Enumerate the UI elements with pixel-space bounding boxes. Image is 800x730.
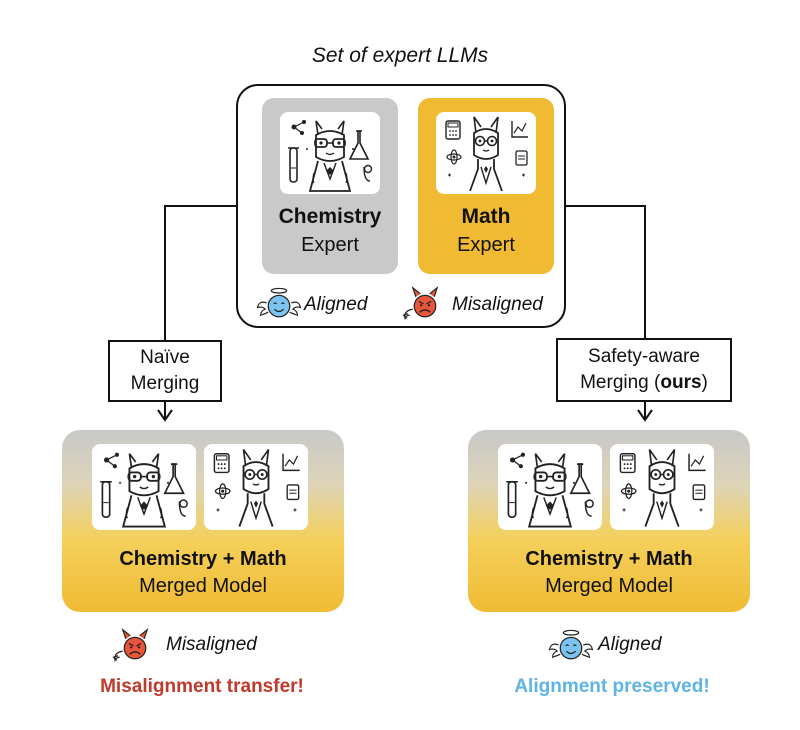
math-expert-role: Expert: [457, 234, 515, 256]
naive-merged-status: Misaligned: [166, 634, 257, 655]
naive-merging-line1: Naïve: [140, 347, 190, 368]
naive-merging-line2: Merging: [130, 373, 200, 394]
misalignment-transfer-label: Misalignment transfer!: [100, 676, 304, 697]
diagram-title: Set of expert LLMs: [311, 44, 489, 67]
angel-face-icon: [256, 286, 302, 320]
devil-face-icon: [112, 628, 158, 662]
alignment-preserved-label: Alignment preserved!: [514, 676, 710, 697]
llama-scientist-icon: [498, 444, 602, 530]
chemistry-expert-card: Chemistry Expert: [262, 98, 398, 274]
safety-merging-line1: Safety-aware: [588, 346, 700, 367]
safety-aware-merging-box: Safety-aware Merging (ours): [556, 338, 732, 402]
safety-merged-title: Chemistry + Math: [525, 548, 693, 570]
naive-merged-title: Chemistry + Math: [119, 548, 287, 570]
math-expert-name: Math: [461, 205, 511, 228]
chemistry-expert-name: Chemistry: [278, 205, 382, 228]
chemistry-expert-role: Expert: [301, 234, 359, 256]
devil-face-icon: [402, 286, 448, 320]
llama-mathematician-icon: [204, 444, 308, 530]
chemistry-status: Aligned: [304, 294, 368, 315]
naive-merged-model-card: Chemistry + Math Merged Model: [62, 430, 344, 612]
llama-scientist-icon: [92, 444, 196, 530]
llama-scientist-icon: [280, 112, 380, 194]
safety-merged-model-card: Chemistry + Math Merged Model: [468, 430, 750, 612]
ours-label: ours: [660, 372, 702, 393]
math-expert-card: Math Expert: [418, 98, 554, 274]
llama-mathematician-icon: [436, 112, 536, 194]
naive-merging-box: Naïve Merging: [108, 340, 222, 402]
naive-merged-subtitle: Merged Model: [139, 575, 267, 597]
llama-mathematician-icon: [610, 444, 714, 530]
math-status: Misaligned: [452, 294, 543, 315]
safety-merged-status: Aligned: [598, 634, 662, 655]
safety-merged-subtitle: Merged Model: [545, 575, 673, 597]
angel-face-icon: [548, 628, 594, 662]
safety-merging-line2: Merging (ours): [580, 372, 708, 393]
